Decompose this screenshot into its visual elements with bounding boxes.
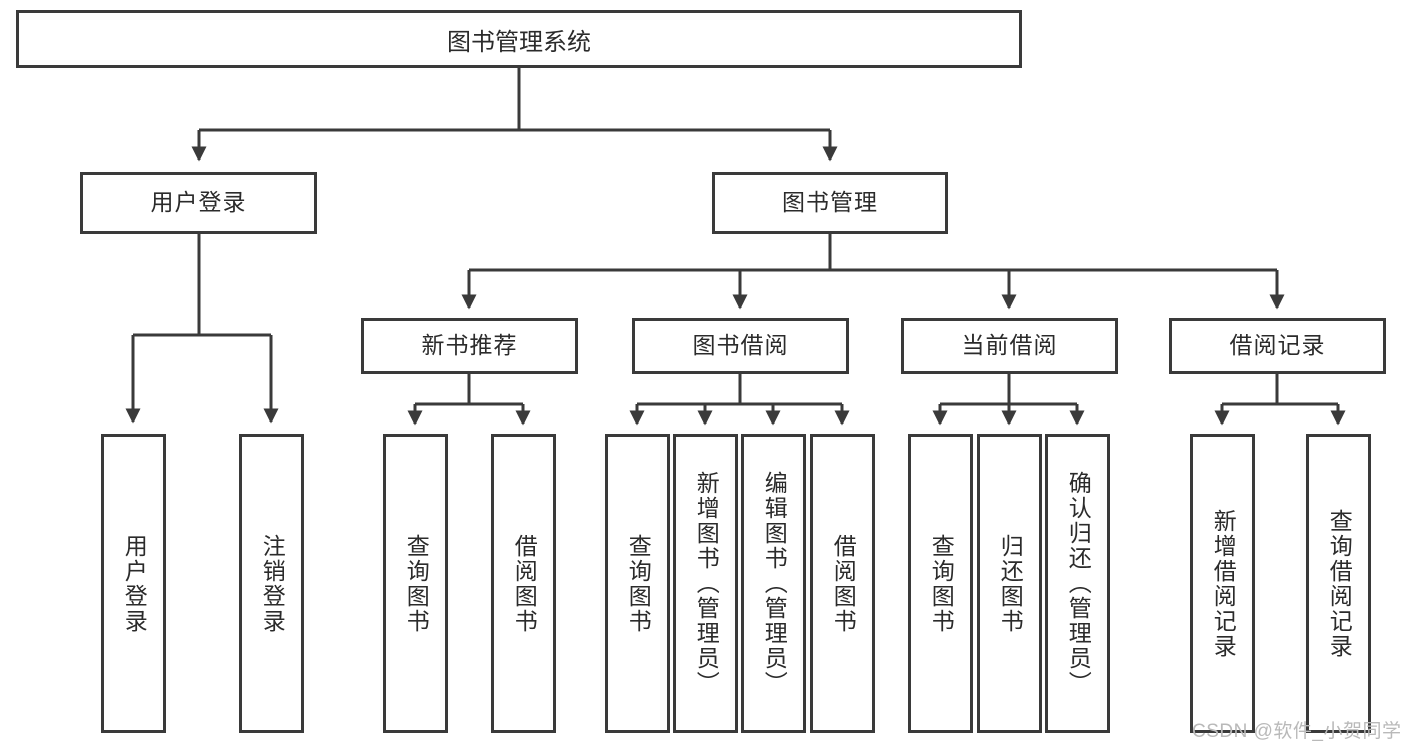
node-user-login[interactable]: 用户登录 [80,172,317,234]
leaf-label: 编辑图书（管理员） [761,471,788,696]
leaf-book-borrow-2[interactable]: 编辑图书（管理员） [741,434,806,733]
leaf-label: 确认归还（管理员） [1065,471,1092,696]
leaf-label: 新增借阅记录 [1210,508,1237,659]
leaf-label: 用户登录 [121,533,148,634]
leaf-user-login-0[interactable]: 用户登录 [101,434,166,733]
leaf-current-borrow-1[interactable]: 归还图书 [977,434,1042,733]
leaf-current-borrow-2[interactable]: 确认归还（管理员） [1045,434,1110,733]
leaf-label: 归还图书 [997,533,1024,634]
leaf-current-borrow-0[interactable]: 查询图书 [908,434,973,733]
leaf-new-book-recommend-0[interactable]: 查询图书 [383,434,448,733]
node-current-borrow[interactable]: 当前借阅 [901,318,1118,374]
leaf-label: 查询图书 [625,533,652,634]
leaf-label: 查询借阅记录 [1326,508,1353,659]
csdn-watermark: CSDN @软件_小贺同学 [1192,721,1402,742]
leaf-book-borrow-3[interactable]: 借阅图书 [810,434,875,733]
leaf-label: 新增图书（管理员） [693,471,720,696]
leaf-label: 借阅图书 [830,533,857,634]
leaf-label: 查询图书 [928,533,955,634]
leaf-user-login-1[interactable]: 注销登录 [239,434,304,733]
node-new-book-recommend[interactable]: 新书推荐 [361,318,578,374]
leaf-label: 借阅图书 [511,533,538,634]
leaf-book-borrow-0[interactable]: 查询图书 [605,434,670,733]
leaf-borrow-record-0[interactable]: 新增借阅记录 [1190,434,1255,733]
node-book-management[interactable]: 图书管理 [712,172,948,234]
leaf-borrow-record-1[interactable]: 查询借阅记录 [1306,434,1371,733]
leaf-new-book-recommend-1[interactable]: 借阅图书 [491,434,556,733]
leaf-label: 查询图书 [403,533,430,634]
node-book-borrow[interactable]: 图书借阅 [632,318,849,374]
node-borrow-record[interactable]: 借阅记录 [1169,318,1386,374]
leaf-book-borrow-1[interactable]: 新增图书（管理员） [673,434,738,733]
node-root-system[interactable]: 图书管理系统 [16,10,1022,68]
leaf-label: 注销登录 [259,533,286,634]
